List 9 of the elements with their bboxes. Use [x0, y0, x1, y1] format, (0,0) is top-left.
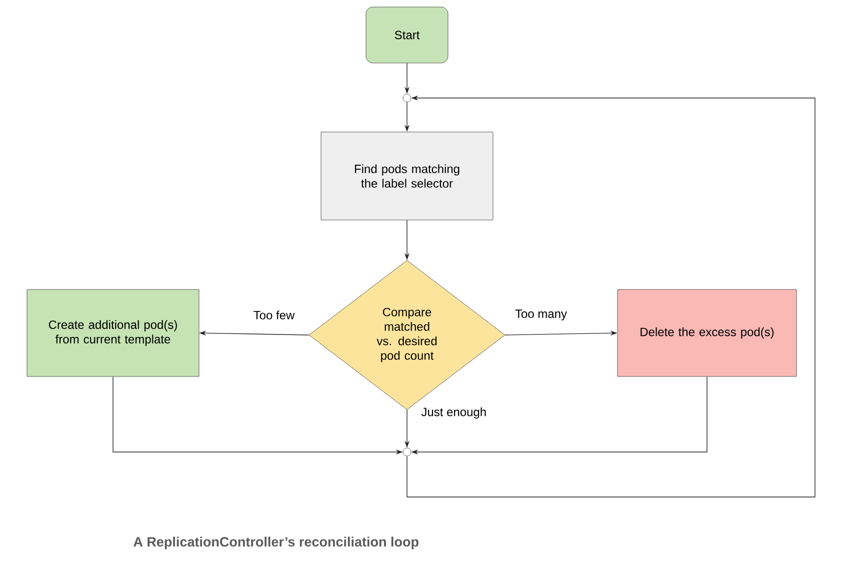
edge-label: Too few — [252, 310, 296, 320]
start-box: Start — [366, 6, 448, 64]
process-box: Delete the excess pod(s) — [617, 289, 797, 377]
process-box: Find pods matching the label selector — [320, 132, 494, 220]
edge-label: Too many — [514, 308, 568, 322]
junction-circle — [402, 448, 412, 456]
caption: A ReplicationController’s reconciliation loop — [134, 536, 418, 550]
junction-circle — [402, 94, 412, 102]
process-box: Create additional pod(s) from current template — [26, 289, 200, 377]
